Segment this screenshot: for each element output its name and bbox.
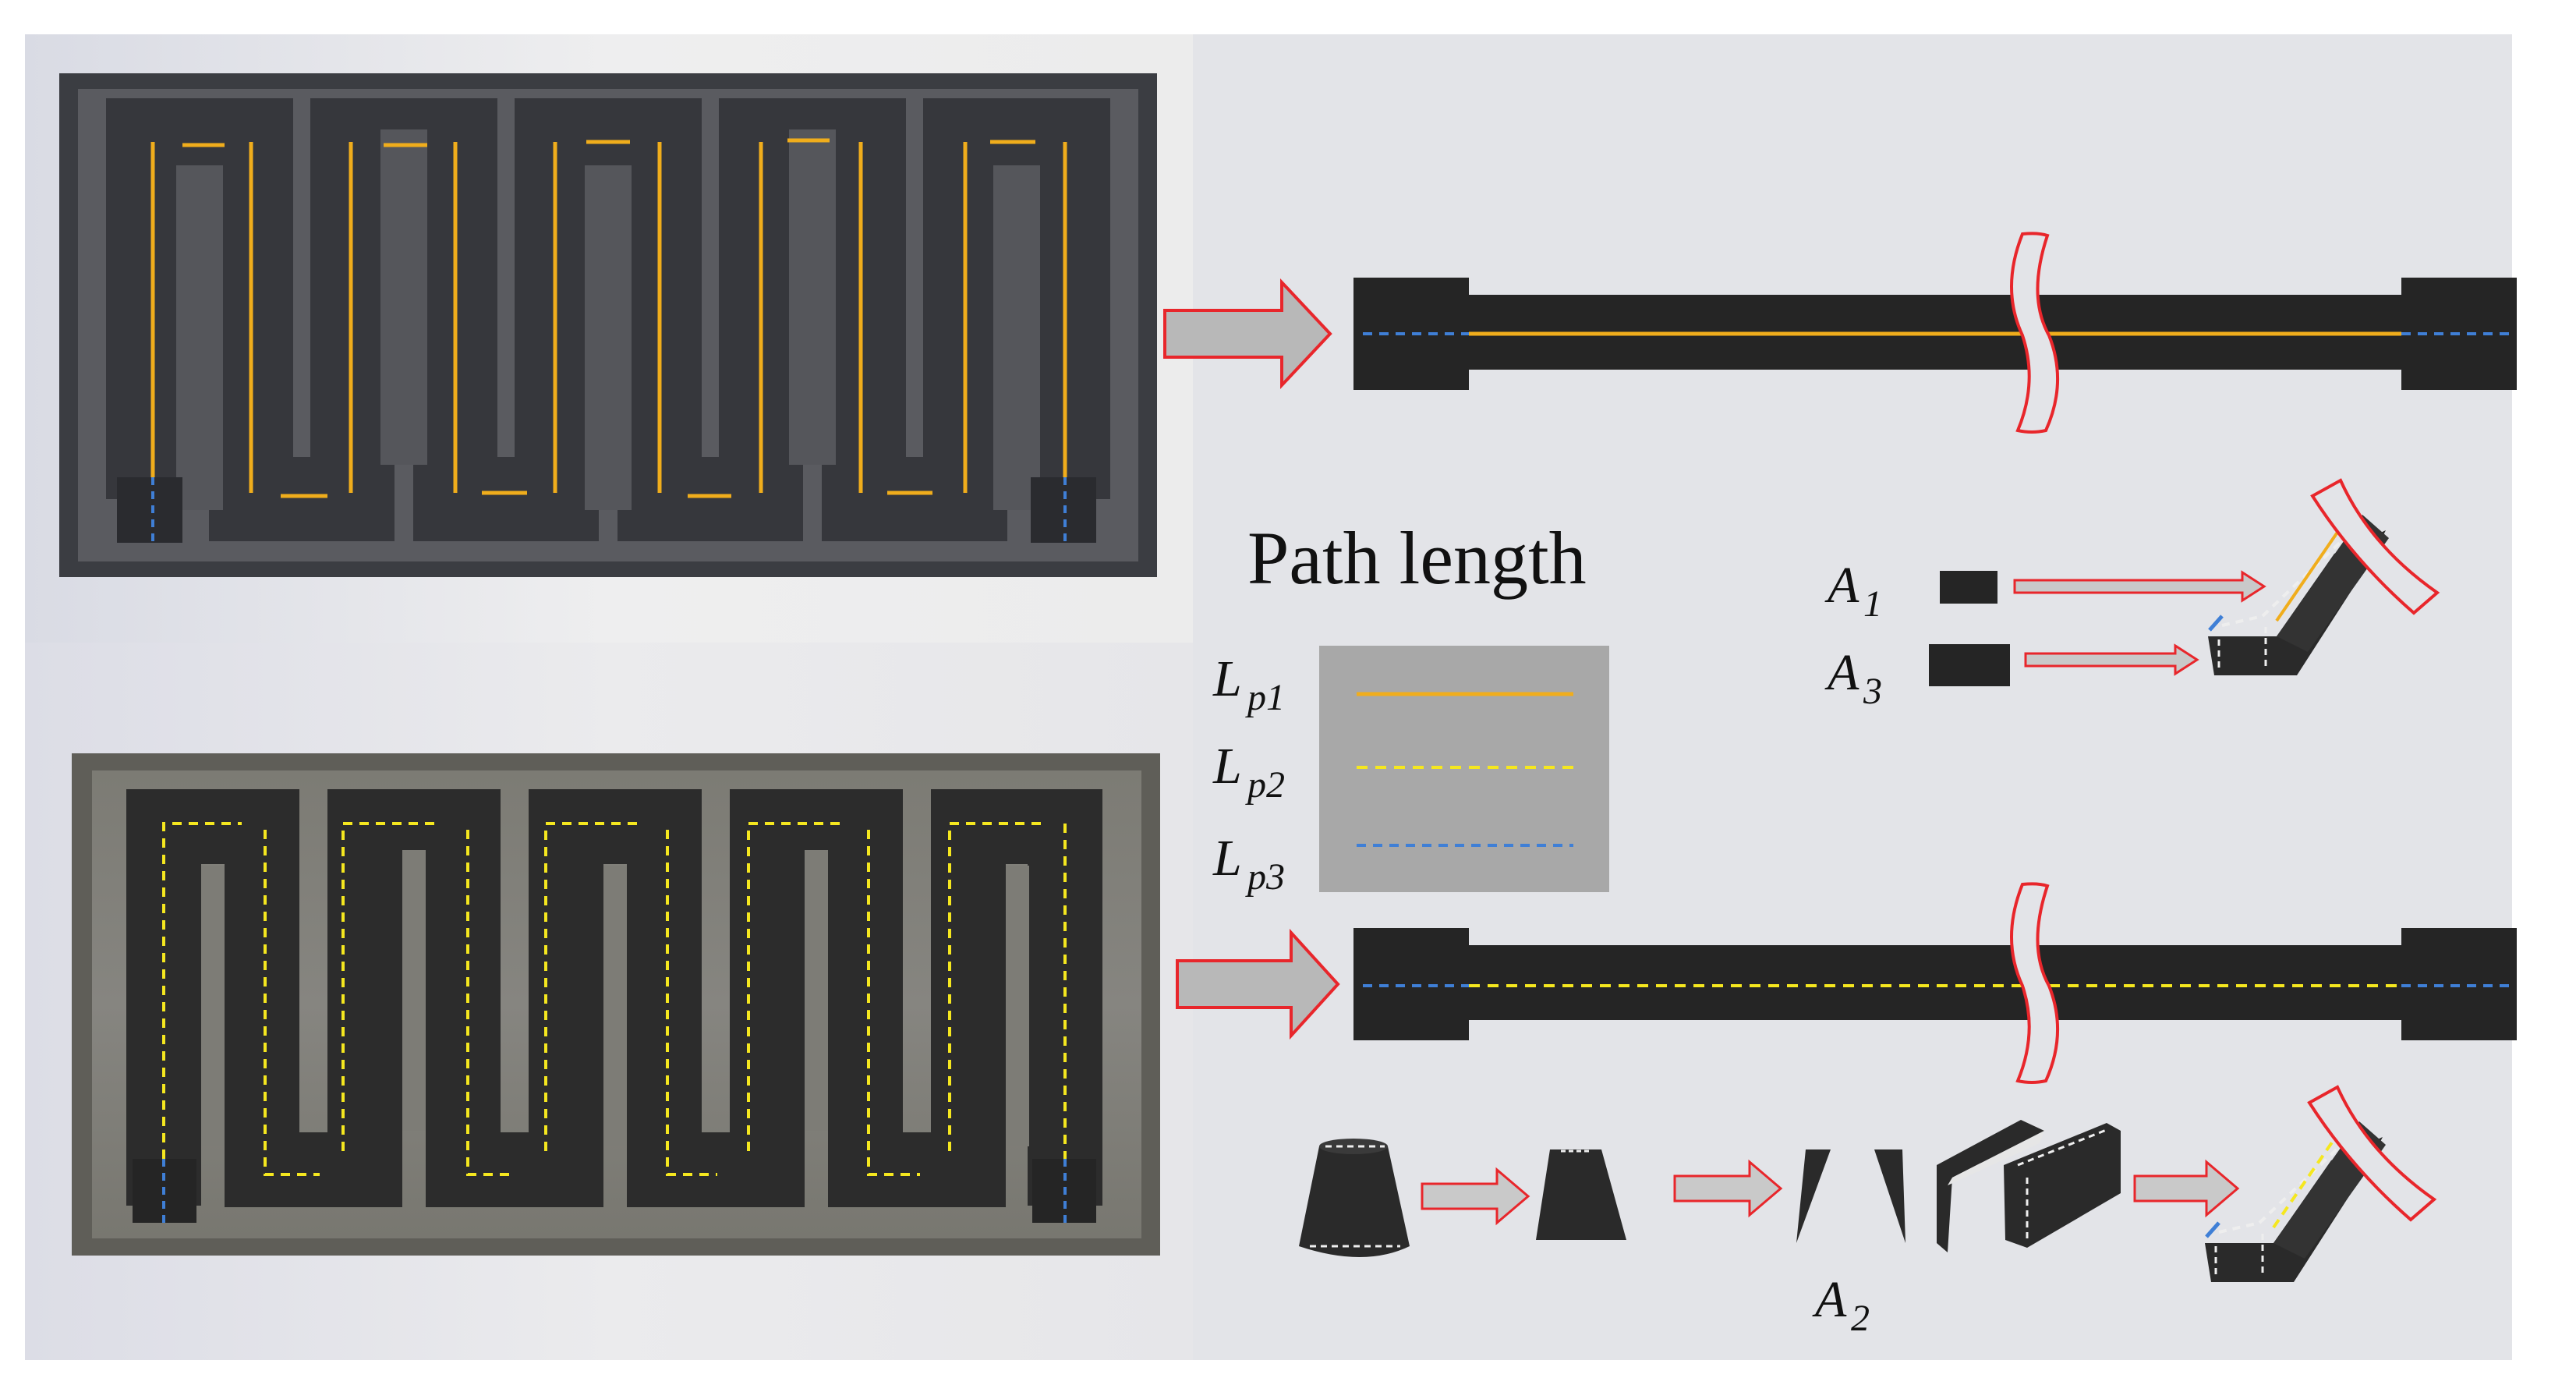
legend-item-lp3: L p3 <box>1212 830 1573 898</box>
break-mark-icon <box>2010 882 2059 1084</box>
a3-shape <box>1929 644 2010 686</box>
a2-arrow-3 <box>2133 1159 2240 1218</box>
a2-arrow-2 <box>1673 1159 1783 1218</box>
straight-channel-bottom <box>1353 882 2517 1084</box>
arrow-bottom-to-straight <box>1176 928 1340 1040</box>
serpentine-plate-bottom <box>72 753 1160 1256</box>
a1-symbol: A <box>1824 557 1859 614</box>
legend-title: Path length <box>1247 516 1587 600</box>
legend: Path length L p1 L p2 L p3 <box>1212 516 1609 898</box>
a3-sub: 3 <box>1863 671 1882 712</box>
break-mark-icon <box>2310 478 2440 615</box>
legend-item-lp1: L p1 <box>1212 650 1573 718</box>
legend-label-symbol: L <box>1212 650 1242 707</box>
legend-label-sub: p1 <box>1245 677 1285 718</box>
path-lp2-bottom <box>162 822 1067 1176</box>
inlet-port <box>117 477 182 543</box>
legend-item-lp2: L p2 <box>1212 738 1573 806</box>
a3-symbol: A <box>1824 644 1859 701</box>
elbow-3d-top <box>2208 478 2440 675</box>
a1-shape <box>1940 571 1997 604</box>
a2-symbol: A <box>1812 1271 1847 1328</box>
a1-arrow <box>2013 570 2266 603</box>
a3-arrow <box>2024 643 2199 676</box>
assembled-block <box>2004 1123 2121 1248</box>
a1-sub: 1 <box>1863 583 1882 625</box>
a2-sequence: A 2 <box>1299 1120 2240 1339</box>
channel-bar <box>1469 945 2401 1020</box>
frustum-3d <box>1299 1139 1410 1257</box>
channel-ridges <box>201 850 1029 1146</box>
channel-ridges <box>176 129 1040 510</box>
path-lp3-top <box>151 477 1067 543</box>
break-mark-icon <box>2010 232 2059 434</box>
cross-section-a1: A 1 <box>1824 557 2266 625</box>
serpentine-plate-top <box>59 73 1157 577</box>
break-mark-icon <box>2307 1085 2437 1222</box>
legend-label-sub: p2 <box>1245 764 1285 806</box>
serpentine-channel-body <box>126 789 1102 1207</box>
cross-section-a3: A 3 <box>1824 643 2199 712</box>
legend-label-symbol: L <box>1212 830 1242 887</box>
path-lp1-top <box>150 138 1067 498</box>
straight-channel-top <box>1353 232 2517 434</box>
a2-arrow-1 <box>1421 1167 1530 1226</box>
frustum-section <box>1536 1149 1626 1240</box>
elbow-3d-bottom <box>2205 1085 2437 1282</box>
path-lp3-bottom <box>162 1159 1067 1224</box>
a2-sub: 2 <box>1851 1298 1870 1339</box>
legend-label-symbol: L <box>1212 738 1242 795</box>
legend-label-sub: p3 <box>1245 856 1285 898</box>
arrow-top-to-straight <box>1163 278 1332 390</box>
split-triangles <box>1796 1120 2044 1252</box>
